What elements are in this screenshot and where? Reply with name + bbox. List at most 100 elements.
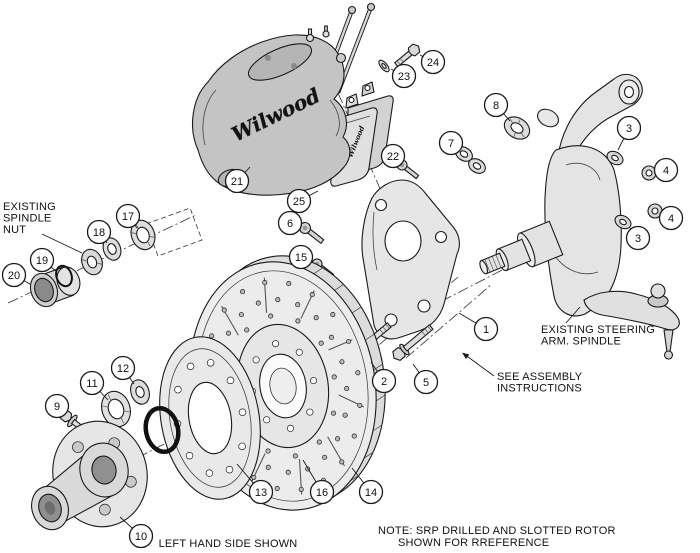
callout-number: 25	[293, 196, 305, 208]
bracket-hole-c	[417, 299, 431, 313]
bearing-washer-12	[130, 379, 150, 405]
callout-circle	[391, 63, 417, 89]
spindle-nut-label-leader	[41, 233, 83, 254]
callout-circle	[277, 210, 303, 236]
callout-3: 3	[616, 115, 642, 141]
castle-nut	[81, 248, 103, 276]
grease-seal-ring	[143, 405, 181, 455]
nut-item4a-hole	[645, 169, 653, 177]
callout-circle	[86, 219, 112, 245]
spindle-pin-tip	[479, 260, 489, 275]
bracket-contour	[372, 211, 378, 271]
callout-number: 14	[365, 487, 377, 499]
callout-circle	[248, 479, 274, 505]
callout-number: 20	[8, 270, 20, 282]
bracket-center-hole	[384, 220, 422, 262]
callout-4: 4	[653, 157, 679, 183]
callout-number: 8	[493, 100, 499, 112]
callout-circle	[128, 523, 154, 549]
callout-circle	[483, 92, 509, 118]
see-assembly-arrowhead	[462, 352, 470, 359]
callout-17: 17	[115, 203, 141, 229]
callout-number: 22	[387, 151, 399, 163]
callout-number: 4	[663, 165, 669, 177]
socket-screw-6	[298, 221, 325, 245]
callout-3: 3	[625, 225, 651, 251]
callout-circle	[115, 203, 141, 229]
inner-bearing-cone-11	[101, 390, 131, 428]
callout-number: 4	[668, 213, 674, 225]
callout-number: 15	[295, 252, 307, 264]
callout-11: 11	[79, 370, 105, 396]
callout-circle	[473, 316, 499, 342]
callout-number: 19	[36, 255, 48, 267]
callout-4: 4	[658, 205, 684, 231]
callout-12: 12	[110, 355, 136, 381]
callout-circle	[371, 368, 397, 394]
callout-circle	[658, 205, 684, 231]
rotor-hat-flange	[159, 336, 261, 500]
callout-circle	[358, 479, 384, 505]
spindle-knuckle	[479, 73, 680, 360]
stud-1-head	[347, 5, 357, 15]
callout-19: 19	[29, 247, 55, 273]
callout-number: 9	[54, 401, 60, 413]
callout-circle	[1, 262, 27, 288]
caliper-bridge-hole-1	[265, 55, 271, 61]
nut-item3a	[606, 150, 624, 166]
callout-9: 9	[44, 393, 70, 419]
steering-arm-taper-stud	[663, 329, 674, 353]
callout-number: 1	[483, 324, 489, 336]
callout-22: 22	[380, 143, 406, 169]
washer-item3b	[614, 214, 632, 230]
knuckle-contour-1	[565, 162, 601, 181]
flange-step	[168, 348, 252, 488]
callout-5: 5	[413, 369, 439, 395]
bracket-hole-b	[434, 230, 448, 244]
rotor-register	[269, 367, 297, 405]
callout-circle	[438, 130, 464, 156]
callout-circle	[616, 115, 642, 141]
callout-20: 20	[1, 262, 27, 288]
caliper-bridge	[247, 43, 313, 81]
callout-number: 24	[427, 57, 439, 69]
callout-16: 16	[309, 479, 335, 505]
callout-circle	[224, 168, 250, 194]
knuckle-body	[544, 145, 622, 317]
bearing-item8	[503, 116, 531, 140]
callout-circle	[79, 370, 105, 396]
callout-number: 17	[122, 211, 134, 223]
o-ring-19	[55, 264, 73, 288]
bracket-bolt-5	[392, 324, 434, 362]
callout-number: 10	[135, 531, 147, 543]
washer-item23	[378, 59, 390, 73]
callout-2: 2	[371, 368, 397, 394]
spindle-washer-18	[102, 237, 122, 261]
brake-caliper: Wilwood	[192, 25, 351, 196]
tie-rod-ball-stud	[650, 283, 666, 299]
caliper-contour-2	[329, 99, 340, 137]
callout-number: 23	[398, 71, 410, 83]
callout-circle	[286, 188, 312, 214]
callout-number: 6	[287, 218, 293, 230]
callout-number: 7	[448, 138, 454, 150]
caliper-body	[192, 34, 351, 196]
callout-15: 15	[288, 244, 314, 270]
callout-circle	[29, 247, 55, 273]
callout-10: 10	[128, 523, 154, 549]
callout-number: 18	[93, 227, 105, 239]
wheel-hub	[31, 420, 148, 531]
bolt-item24	[393, 43, 421, 68]
callout-circle	[625, 225, 651, 251]
callout-number: 12	[117, 363, 129, 375]
caliper-contour-1	[202, 89, 217, 146]
steering-arm-label-leader	[565, 306, 581, 324]
callout-circle	[413, 369, 439, 395]
callout-number: 11	[86, 378, 97, 390]
